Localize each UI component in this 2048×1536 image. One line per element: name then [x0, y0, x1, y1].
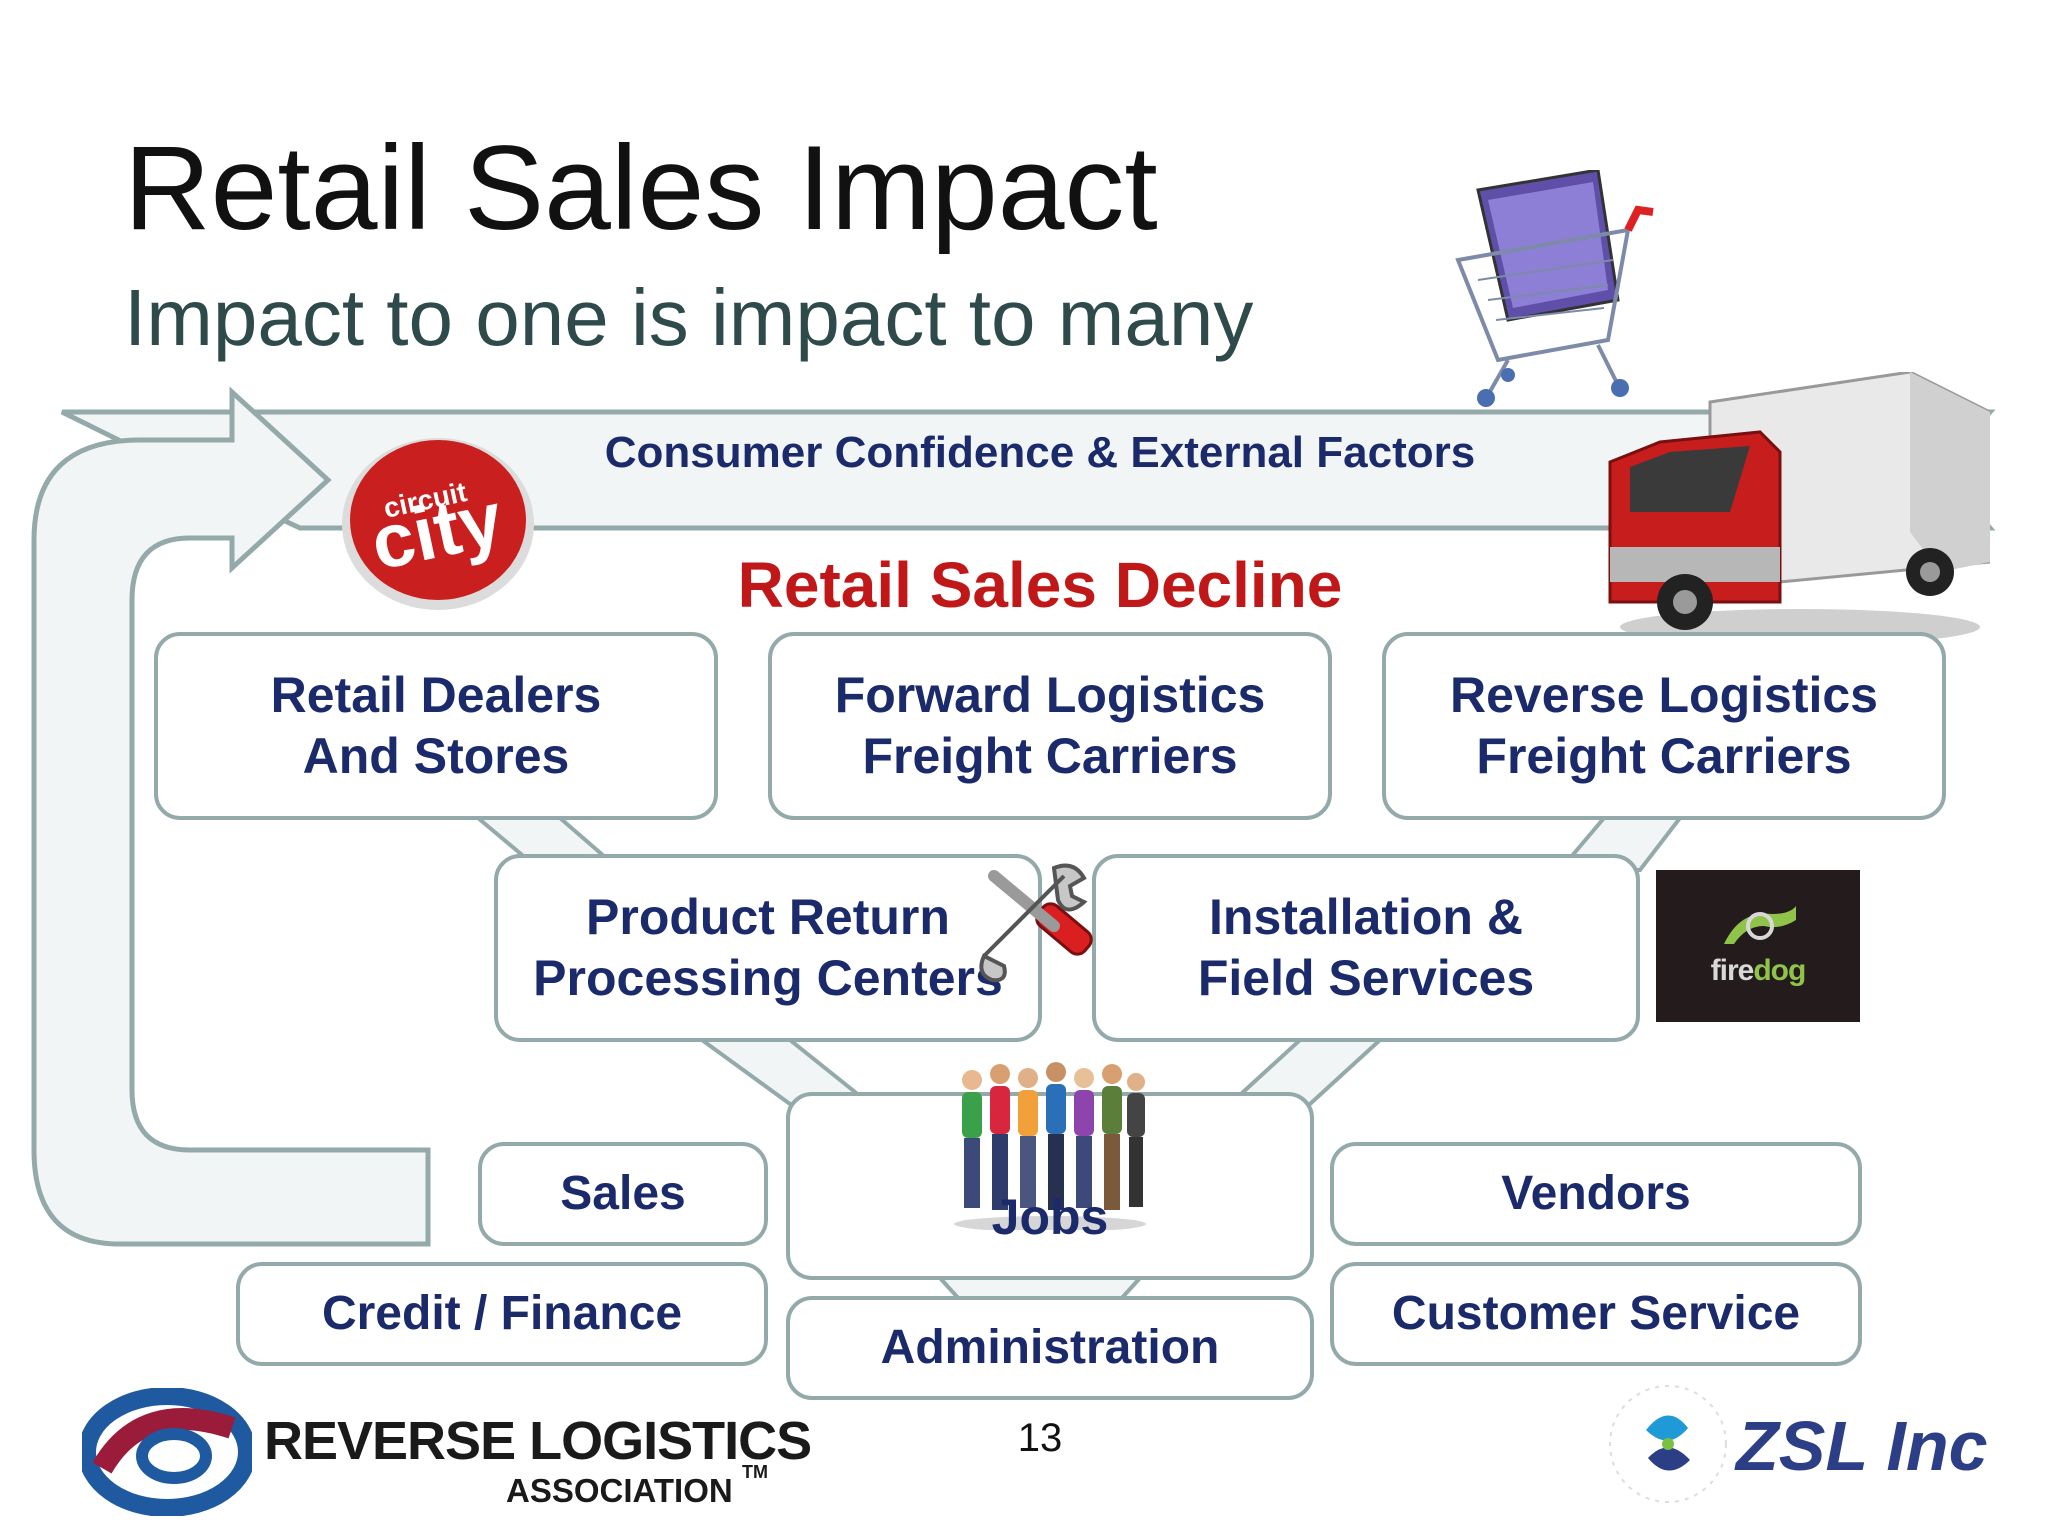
forward-logistics-line1: Forward Logistics [834, 667, 1266, 723]
customer-service-box: Customer Service [1330, 1262, 1862, 1366]
slide-subtitle: Impact to one is impact to many [124, 273, 1254, 362]
product-return-line2: Processing Centers [533, 950, 1003, 1006]
wrench-screwdriver-icon [979, 863, 1093, 983]
reverse-logistics-line1: Reverse Logistics [1450, 667, 1878, 723]
forward-logistics-line2: Freight Carriers [862, 728, 1238, 784]
administration-label: Administration [880, 1320, 1220, 1374]
firedog-dog-icon [1724, 906, 1796, 944]
installation-line1: Installation & [1209, 889, 1523, 945]
rla-trademark: TM [742, 1462, 768, 1482]
rla-association: ASSOCIATION [506, 1472, 733, 1509]
sales-box: Sales [478, 1142, 768, 1246]
firedog-text: firedog [1656, 954, 1860, 988]
retail-dealers-line1: Retail Dealers [270, 667, 602, 723]
rla-logo-mark [82, 1388, 252, 1516]
product-return-line1: Product Return [586, 889, 950, 945]
people-group-icon [954, 1062, 1146, 1230]
reverse-logistics-line2: Freight Carriers [1476, 728, 1852, 784]
firedog-dog: dog [1753, 954, 1806, 987]
rla-name: REVERSE LOGISTICS [264, 1411, 812, 1471]
band-label: Consumer Confidence & External Factors [604, 428, 1476, 477]
retail-dealers-line2: And Stores [302, 728, 570, 784]
jobs-label: Jobs [991, 1189, 1109, 1245]
headline: Retail Sales Decline [737, 549, 1343, 621]
shopping-cart-icon [1455, 170, 1654, 407]
customer-service-label: Customer Service [1391, 1286, 1801, 1340]
zsl-logo-mark [1609, 1385, 1727, 1503]
page-number: 13 [1017, 1416, 1063, 1460]
firedog-logo: firedog [1656, 870, 1860, 1022]
zsl-name: ZSL Inc [1736, 1407, 1988, 1485]
delivery-truck-icon [1608, 372, 1990, 645]
circuit-city-logo: circuit city [342, 438, 534, 610]
slide-title: Retail Sales Impact [124, 121, 1158, 255]
vendors-label: Vendors [1501, 1166, 1691, 1220]
administration-box: Administration [786, 1296, 1314, 1400]
firedog-fire: fire [1710, 954, 1755, 987]
installation-line2: Field Services [1197, 950, 1535, 1006]
installation-box: Installation &Field Services [1092, 854, 1640, 1042]
credit-finance-label: Credit / Finance [321, 1286, 683, 1340]
credit-finance-box: Credit / Finance [236, 1262, 768, 1366]
sales-label: Sales [560, 1166, 686, 1220]
vendors-box: Vendors [1330, 1142, 1862, 1246]
